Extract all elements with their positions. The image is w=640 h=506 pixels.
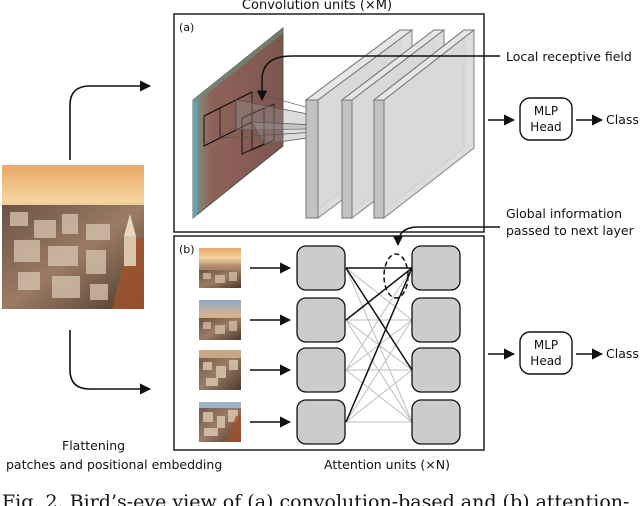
- source-image: [2, 165, 144, 309]
- convolution-panel: Convolution units (×M) (a): [173, 0, 639, 233]
- token-node-out-1: [411, 245, 461, 291]
- attention-units-label: Attention units (×N): [324, 457, 450, 472]
- mlp-head-a-line2: Head: [530, 120, 561, 134]
- convolution-box: [173, 13, 485, 233]
- mlp-head-b: [519, 331, 573, 375]
- panel-tag-b: (b): [179, 243, 195, 256]
- attention-box: [173, 235, 485, 451]
- branch-arrow-top: [69, 80, 152, 160]
- flattening-label-line2: patches and positional embedding: [6, 457, 222, 472]
- receptive-field-callout-arrow: [256, 55, 500, 102]
- attention-connections-strong: [345, 267, 413, 423]
- token-node-in-1: [296, 245, 346, 291]
- figure-caption: Fig. 2. Bird’s-eye view of (a) convoluti…: [2, 491, 629, 506]
- token-node-out-3: [411, 347, 461, 393]
- patch-1: [199, 248, 241, 288]
- token-node-out-2: [411, 297, 461, 343]
- global-info-label-line2: passed to next layer: [506, 223, 635, 238]
- attention-panel: (b): [173, 206, 639, 451]
- flattening-label-line1: Flattening: [62, 438, 125, 453]
- receptive-field-label: Local receptive field: [506, 49, 632, 64]
- mlp-head-b-line1: MLP: [534, 338, 558, 352]
- mlp-head-a: [519, 97, 573, 141]
- token-node-in-2: [296, 297, 346, 343]
- mlp-head-b-line2: Head: [530, 354, 561, 368]
- token-node-in-3: [296, 347, 346, 393]
- convolution-title: Convolution units (×M): [242, 0, 392, 13]
- global-info-callout-arrow: [392, 226, 500, 247]
- patch-3: [199, 350, 241, 390]
- mlp-head-a-line1: MLP: [534, 104, 558, 118]
- patch-2: [199, 300, 241, 340]
- class-label-a: Class: [606, 112, 639, 127]
- branch-arrow-bottom: [69, 330, 152, 395]
- patch-4: [199, 402, 241, 442]
- token-node-out-4: [411, 399, 461, 445]
- conv-layer-3: [372, 28, 476, 220]
- class-label-b: Class: [606, 346, 639, 361]
- global-info-highlight: [383, 253, 409, 299]
- token-node-in-4: [296, 399, 346, 445]
- feature-map: [192, 27, 284, 219]
- global-info-label-line1: Global information: [506, 206, 622, 221]
- panel-tag-a: (a): [179, 21, 194, 34]
